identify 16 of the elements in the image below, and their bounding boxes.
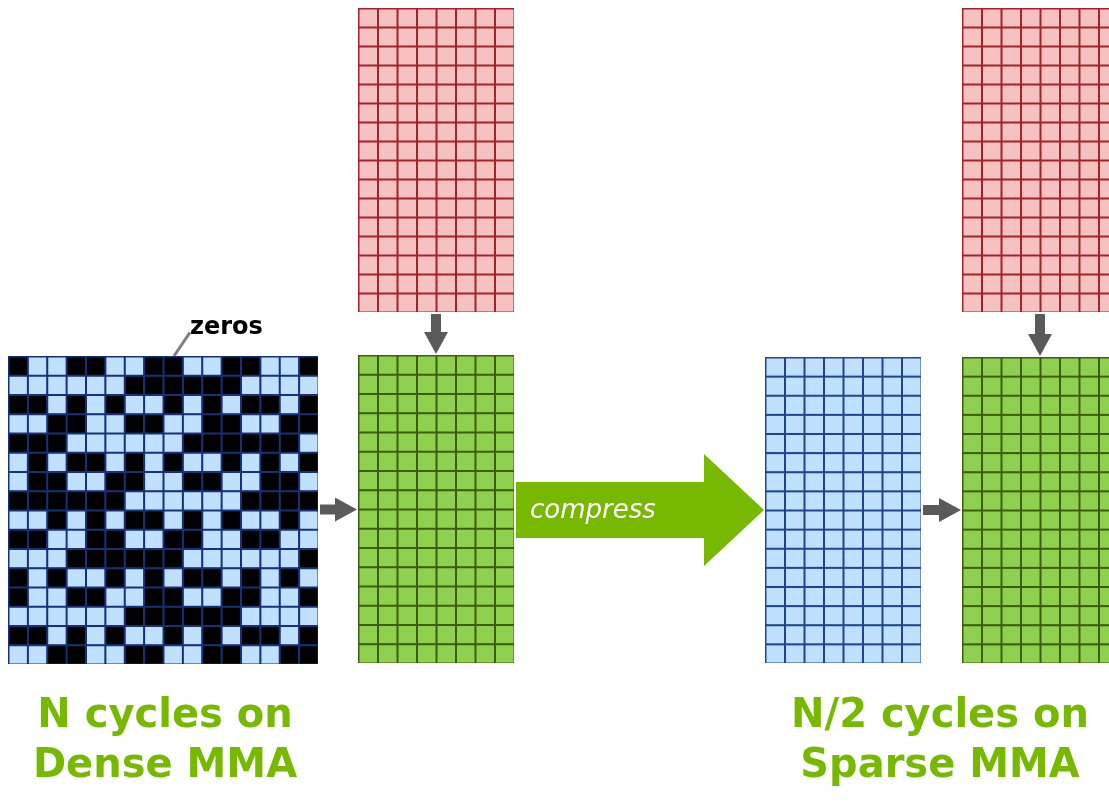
matrix-grid <box>358 8 514 312</box>
arrow <box>320 497 357 522</box>
caption-text: N cycles on Dense MMA <box>31 689 299 788</box>
matrix-grid <box>962 8 1109 312</box>
annotation-text: zeros <box>190 312 263 340</box>
caption-text: N/2 cycles on Sparse MMA <box>790 689 1090 788</box>
arrow <box>923 498 961 522</box>
edge-label: compress <box>530 493 656 525</box>
leader-line <box>172 331 192 357</box>
matrix-grid <box>8 356 318 664</box>
matrix-grid <box>765 357 921 663</box>
matrix-grid <box>962 357 1109 663</box>
matrix-grid <box>358 355 514 663</box>
arrow <box>1028 314 1052 356</box>
arrow <box>424 314 448 354</box>
block-arrow <box>516 454 764 566</box>
